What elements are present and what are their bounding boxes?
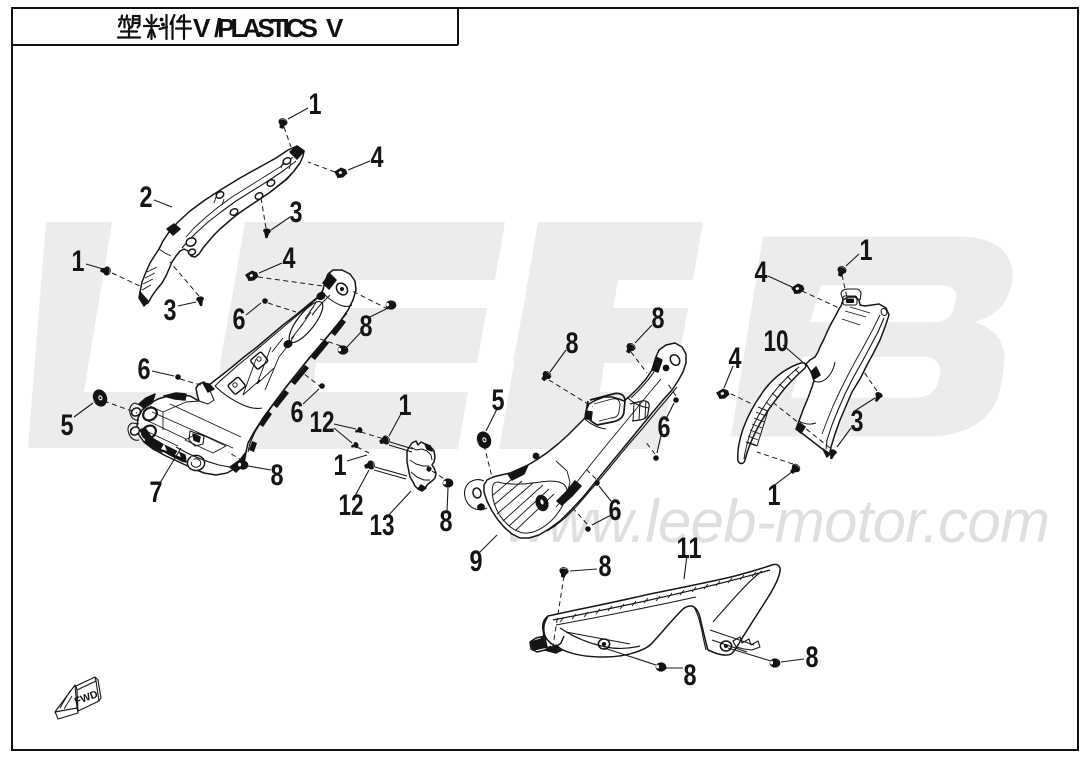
svg-text:2: 2: [140, 181, 153, 214]
svg-text:10: 10: [764, 325, 789, 358]
svg-text:11: 11: [677, 532, 702, 565]
svg-text:5: 5: [61, 409, 74, 442]
svg-text:/PLASTICS: /PLASTICS: [214, 13, 318, 43]
svg-text:8: 8: [684, 659, 697, 692]
svg-text:1: 1: [334, 449, 347, 482]
svg-text:5: 5: [492, 384, 505, 417]
svg-text:4: 4: [729, 342, 742, 375]
svg-text:8: 8: [652, 302, 665, 335]
svg-text:7: 7: [150, 476, 163, 509]
svg-text:1: 1: [72, 245, 85, 278]
svg-text:1: 1: [309, 88, 322, 121]
svg-text:6: 6: [291, 396, 304, 429]
svg-text:6: 6: [138, 353, 151, 386]
svg-text:1: 1: [860, 234, 873, 267]
svg-text:6: 6: [658, 411, 671, 444]
svg-text:www.leeb-motor.com: www.leeb-motor.com: [505, 488, 1050, 555]
svg-text:4: 4: [371, 141, 384, 174]
svg-text:6: 6: [233, 303, 246, 336]
svg-text:3: 3: [851, 405, 864, 438]
svg-text:3: 3: [164, 294, 177, 327]
svg-text:8: 8: [599, 550, 612, 583]
svg-text:8: 8: [271, 459, 284, 492]
svg-text:8: 8: [440, 505, 453, 538]
svg-text:4: 4: [755, 256, 768, 289]
svg-text:8: 8: [566, 327, 579, 360]
svg-text:6: 6: [609, 494, 622, 527]
svg-text:12: 12: [310, 406, 335, 439]
svg-text:V: V: [326, 13, 344, 43]
svg-text:8: 8: [360, 310, 373, 343]
svg-text:3: 3: [290, 196, 303, 229]
svg-text:8: 8: [806, 641, 819, 674]
svg-text:1: 1: [399, 389, 412, 422]
svg-text:4: 4: [283, 242, 296, 275]
svg-text:V: V: [193, 13, 211, 43]
svg-text:9: 9: [470, 545, 483, 578]
svg-text:1: 1: [768, 479, 781, 512]
svg-text:12: 12: [339, 489, 364, 522]
svg-text:13: 13: [370, 509, 395, 542]
